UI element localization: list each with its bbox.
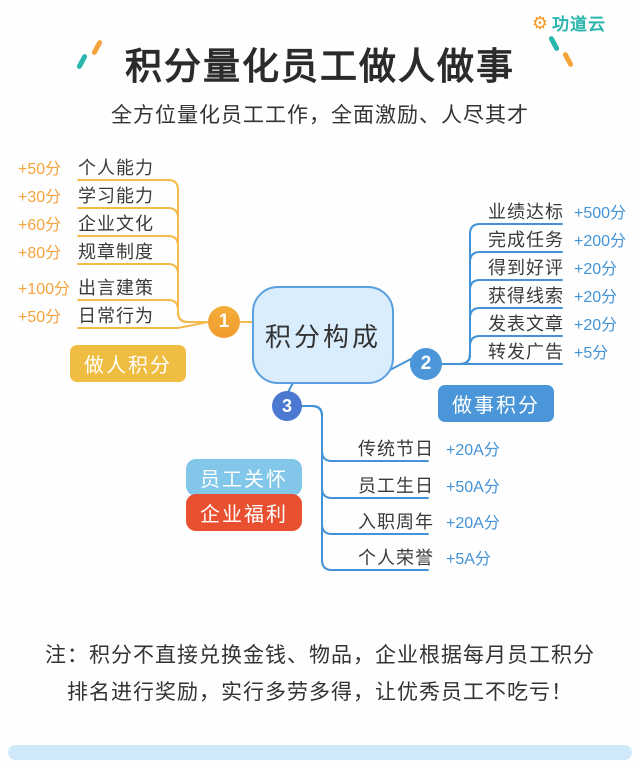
welfare-item: 员工生日 +50A分 [358,475,500,497]
item-label: 获得线索 [488,286,564,306]
welfare-item: 个人荣誉 +5A分 [358,547,491,569]
person-item: +30分学习能力 [18,185,154,207]
care-label: 员工关怀 [186,459,302,496]
item-score: +30分 [18,189,62,206]
item-label: 转发广告 [488,342,564,362]
item-label: 个人荣誉 [358,548,434,568]
item-label: 企业文化 [78,214,154,234]
item-label: 员工生日 [358,476,434,496]
item-score: +5分 [574,345,609,362]
footer-bar [8,745,632,760]
item-score: +20分 [574,289,618,306]
item-label: 业绩达标 [488,202,564,222]
person-item: +100分出言建策 [18,277,154,299]
center-node: 积分构成 [252,286,394,384]
item-label: 日常行为 [78,306,154,326]
item-score: +20A分 [446,515,500,532]
footnote: 注：积分不直接兑换金钱、物品，企业根据每月员工积分 排名进行奖励，实行多劳多得，… [0,638,640,712]
person-item: +80分规章制度 [18,241,154,263]
work-item: 获得线索 +20分 [488,285,617,307]
item-score: +20A分 [446,442,500,459]
work-item: 得到好评 +20分 [488,257,617,279]
page-title: 积分量化员工做人做事 [125,46,515,87]
brand-logo: ⚙ 功道云 [532,10,606,35]
item-score: +20分 [574,317,618,334]
item-score: +100分 [18,281,71,298]
item-score: +500分 [574,205,627,222]
gear-icon: ⚙ [531,12,548,33]
welfare-label: 企业福利 [186,494,302,531]
item-score: +80分 [18,245,62,262]
item-label: 得到好评 [488,258,564,278]
person-group-label: 做人积分 [70,345,186,382]
work-item: 业绩达标 +500分 [488,201,626,223]
page-subtitle: 全方位量化员工工作，全面激励、人尽其才 [111,104,529,127]
person-item: +50分日常行为 [18,305,154,327]
item-label: 发表文章 [488,314,564,334]
work-item: 完成任务 +200分 [488,229,626,251]
person-item: +50分个人能力 [18,157,154,179]
item-score: +60分 [18,217,62,234]
item-score: +5A分 [446,551,491,568]
item-label: 入职周年 [358,512,434,532]
welfare-item: 传统节日 +20A分 [358,438,500,460]
welfare-item: 入职周年 +20A分 [358,511,500,533]
badge-3: 3 [272,391,302,421]
badge-1: 1 [208,306,240,338]
work-item: 发表文章 +20分 [488,313,617,335]
item-score: +20分 [574,261,618,278]
badge-2: 2 [410,348,442,380]
item-label: 学习能力 [78,186,154,206]
work-item: 转发广告 +5分 [488,341,608,363]
footnote-line2: 排名进行奖励，实行多劳多得，让优秀员工不吃亏！ [67,680,573,704]
item-score: +50分 [18,161,62,178]
item-label: 出言建策 [78,278,154,298]
footnote-line1: 注：积分不直接兑换金钱、物品，企业根据每月员工积分 [45,644,595,667]
item-label: 个人能力 [78,158,154,178]
item-label: 完成任务 [488,230,564,250]
item-label: 规章制度 [78,242,154,262]
item-score: +50A分 [446,479,500,496]
item-score: +200分 [574,233,627,250]
work-group-label: 做事积分 [438,385,554,422]
brand-name: 功道云 [552,15,606,34]
person-item: +60分企业文化 [18,213,154,235]
item-label: 传统节日 [358,439,434,459]
item-score: +50分 [18,309,62,326]
